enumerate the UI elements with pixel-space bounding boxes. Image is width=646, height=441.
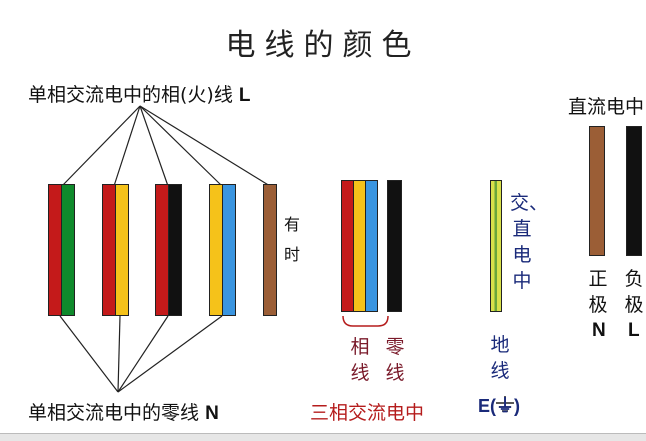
neutral-letter: N xyxy=(205,403,219,424)
connector-line xyxy=(61,105,141,187)
single-phase-live-label: 单相交流电中的相(火)线 L xyxy=(28,80,250,107)
ground-usage-label: 交、直电中 xyxy=(510,192,549,292)
ground-symbol xyxy=(496,396,514,412)
positive-letter: N xyxy=(592,320,606,341)
single-phase-live-text: 单相交流电中的相(火)线 xyxy=(28,84,233,106)
single-phase-neutral-label: 单相交流电中的零线 N xyxy=(28,398,219,425)
wire-black xyxy=(387,180,402,312)
connector-line xyxy=(139,105,271,187)
ground-name-label: 地线 xyxy=(490,334,510,382)
connector-line xyxy=(117,315,169,393)
wire-yellow xyxy=(115,184,129,316)
three-phase-bracket xyxy=(342,315,389,327)
wire-red xyxy=(48,184,62,316)
wire-red xyxy=(102,184,116,316)
wire-blue xyxy=(365,180,378,312)
connector-line xyxy=(117,315,223,393)
dc-title: 直流电中 xyxy=(568,96,645,118)
wire-blue xyxy=(222,184,236,316)
negative-label: 负极 xyxy=(624,268,644,316)
wire-yellow xyxy=(209,184,223,316)
wire-red xyxy=(155,184,169,316)
wire-brown xyxy=(263,184,277,316)
single-phase-neutral-text: 单相交流电中的零线 xyxy=(28,402,200,424)
connector-line xyxy=(139,105,169,187)
wire-brown xyxy=(589,126,605,256)
three-phase-label: 三相交流电中 xyxy=(310,402,425,424)
wire-yellow-green xyxy=(490,180,502,312)
bottom-divider xyxy=(0,433,646,441)
page-title: 电线的颜色 xyxy=(225,28,421,63)
live-letter: L xyxy=(238,85,251,106)
wire-black xyxy=(626,126,642,256)
zero-wire-label: 零线 xyxy=(385,336,405,384)
connector-line xyxy=(59,315,119,393)
connector-line xyxy=(139,105,223,187)
connector-line xyxy=(113,105,141,187)
positive-label: 正极 xyxy=(588,268,608,316)
sometimes-label: 有时 xyxy=(283,215,300,264)
negative-letter: L xyxy=(628,320,640,341)
phase-wire-label: 相线 xyxy=(350,336,370,384)
wire-green xyxy=(61,184,75,316)
wire-black xyxy=(168,184,182,316)
ground-symbol-label: E(⏚) xyxy=(478,396,520,416)
connector-line xyxy=(117,315,121,393)
